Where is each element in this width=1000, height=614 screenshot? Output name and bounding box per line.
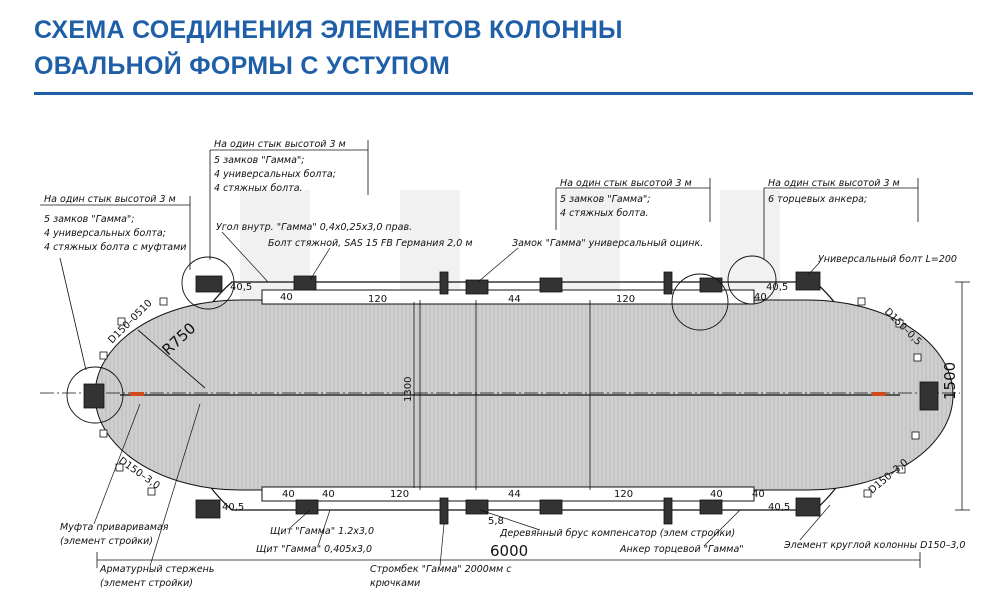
label-universal-bolt: Универсальный болт L=200 bbox=[818, 254, 957, 265]
note-left-header: На один стык высотой 3 м bbox=[44, 194, 176, 205]
label-strongback-1: Стромбек "Гамма" 2000мм с bbox=[370, 564, 512, 575]
label-coupling-2: (элемент стройки) bbox=[60, 536, 153, 547]
dim-40-tr: 40 bbox=[754, 292, 767, 303]
dim-bottom-left-120: 120 bbox=[390, 489, 409, 500]
label-rebar-2: (элемент стройки) bbox=[100, 578, 193, 589]
panel-joints bbox=[419, 300, 591, 490]
note-top-left-header: На один стык высотой 3 м bbox=[214, 139, 346, 150]
note-top-left-line-3: 4 стяжных болта. bbox=[214, 183, 303, 194]
note-top-right-line-1: 6 торцевых анкера; bbox=[768, 194, 867, 205]
note-top-right-header: На один стык высотой 3 м bbox=[768, 178, 900, 189]
height-inner-label: 1300 bbox=[403, 377, 414, 402]
dim-40-tl: 40 bbox=[280, 292, 293, 303]
dim-40-br: 40 bbox=[752, 489, 765, 500]
dim-top-right-120: 120 bbox=[616, 294, 635, 305]
note-top-right: На один стык высотой 3 м 6 торцевых анке… bbox=[763, 178, 919, 260]
length-label: 6000 bbox=[490, 542, 528, 560]
dim-offset-br: 40,5 bbox=[768, 502, 790, 513]
label-rebar-1: Арматурный стержень bbox=[99, 564, 214, 575]
dim-offset-bl: 40,5 bbox=[222, 502, 244, 513]
note-top-left-line-1: 5 замков "Гамма"; bbox=[214, 155, 304, 166]
note-left-line-2: 4 универсальных болта; bbox=[44, 228, 166, 239]
note-top-left: На один стык высотой 3 м 5 замков "Гамма… bbox=[209, 139, 369, 260]
note-top-mid-header: На один стык высотой 3 м bbox=[560, 178, 692, 189]
height-outer-label: 1500 bbox=[941, 362, 959, 400]
dim-top-44: 44 bbox=[508, 294, 521, 305]
dim-offset-tr: 40,5 bbox=[766, 282, 788, 293]
label-lock: Замок "Гамма" универсальный оцинк. bbox=[512, 238, 703, 249]
height-dimension bbox=[413, 281, 970, 511]
lock-clamps bbox=[83, 271, 939, 525]
dim-40-7: 40 bbox=[710, 489, 723, 500]
title-line-2: ОВАЛЬНОЙ ФОРМЫ С УСТУПОМ bbox=[34, 52, 451, 80]
note-top-left-line-2: 4 универсальных болта; bbox=[214, 169, 336, 180]
dim-bottom-44: 44 bbox=[508, 489, 521, 500]
bottom-panel-band bbox=[261, 486, 755, 502]
page-title: СХЕМА СОЕДИНЕНИЯ ЭЛЕМЕНТОВ КОЛОННЫ ОВАЛЬ… bbox=[34, 12, 623, 84]
note-top-mid: На один стык высотой 3 м 5 замков "Гамма… bbox=[555, 178, 711, 230]
callout-leaders bbox=[93, 231, 831, 567]
dim-offset-tl: 40,5 bbox=[230, 282, 252, 293]
dim-40-6: 40 bbox=[322, 489, 335, 500]
coupling-marker-left bbox=[130, 392, 144, 396]
label-round-element: Элемент круглой колонны D150–3,0 bbox=[783, 540, 965, 551]
label-tie-bolt: Болт стяжной, SAS 15 FB Германия 2,0 м bbox=[268, 238, 472, 249]
dim-40-bl: 40 bbox=[282, 489, 295, 500]
label-corner: Угол внутр. "Гамма" 0,4х0,25х3,0 прав. bbox=[216, 222, 412, 233]
label-panel-2: Щит "Гамма" 0,405х3,0 bbox=[256, 544, 372, 555]
title-underline bbox=[34, 92, 973, 95]
title-line-1: СХЕМА СОЕДИНЕНИЯ ЭЛЕМЕНТОВ КОЛОННЫ bbox=[34, 16, 623, 44]
dim-58: 5,8 bbox=[488, 516, 504, 527]
detail-circles bbox=[66, 255, 777, 424]
top-panel-band bbox=[261, 289, 755, 305]
label-anchor: Анкер торцевой "Гамма" bbox=[619, 544, 744, 555]
note-left-line-3: 4 стяжных болта с муфтами bbox=[44, 242, 186, 253]
length-dimension bbox=[96, 552, 921, 568]
note-left-line-1: 5 замков "Гамма"; bbox=[44, 214, 134, 225]
label-strongback-2: крючками bbox=[370, 578, 420, 589]
label-coupling-1: Муфта приваривамая bbox=[60, 522, 169, 533]
coupling-marker-right bbox=[872, 392, 886, 396]
label-panel-1: Щит "Гамма" 1.2х3,0 bbox=[270, 526, 374, 537]
note-top-mid-line-2: 4 стяжных болта. bbox=[560, 208, 649, 219]
dim-top-left-120: 120 bbox=[368, 294, 387, 305]
note-top-mid-line-1: 5 замков "Гамма"; bbox=[560, 194, 650, 205]
dim-bottom-right-120: 120 bbox=[614, 489, 633, 500]
arc-joint-markers bbox=[99, 297, 922, 498]
label-timber: Деревянный брус компенсатор (элем стройк… bbox=[499, 528, 735, 539]
note-left: На один стык высотой 3 м 5 замков "Гамма… bbox=[40, 194, 191, 371]
radius-line bbox=[137, 329, 206, 389]
